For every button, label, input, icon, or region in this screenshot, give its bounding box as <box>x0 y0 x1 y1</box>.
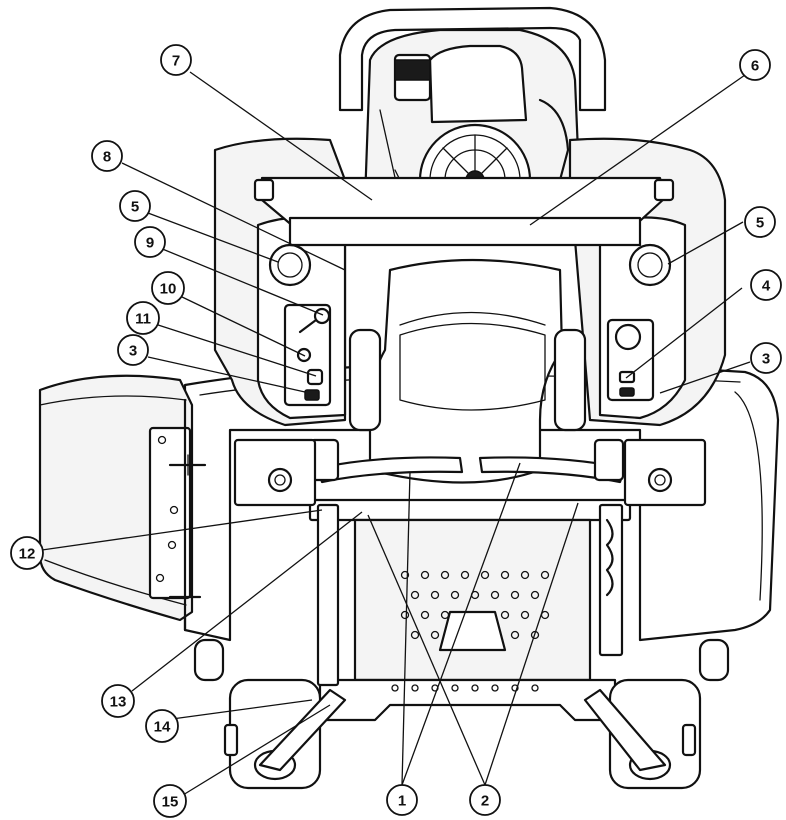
callout-label: 5 <box>756 215 764 232</box>
callout-14: 14 <box>146 710 178 742</box>
callout-5-left: 5 <box>120 191 150 221</box>
discharge-chute <box>40 376 205 630</box>
callout-4: 4 <box>751 270 781 300</box>
frame <box>310 500 630 720</box>
callout-1: 1 <box>387 785 417 815</box>
callout-label: 8 <box>103 149 111 166</box>
callout-label: 13 <box>110 694 127 711</box>
callout-label: 4 <box>762 278 771 295</box>
right-control-panel <box>608 320 653 400</box>
callout-label: 2 <box>481 793 489 810</box>
callout-label: 3 <box>129 343 137 360</box>
callout-9: 9 <box>135 227 165 257</box>
callout-label: 15 <box>162 794 179 811</box>
callout-label: 5 <box>131 199 139 216</box>
callout-label: 3 <box>762 351 770 368</box>
callout-3-right: 3 <box>751 343 781 373</box>
callout-6: 6 <box>740 50 770 80</box>
callout-2: 2 <box>470 785 500 815</box>
callout-label: 6 <box>751 58 759 75</box>
right-fuel-cap <box>630 245 670 285</box>
rops-bar <box>255 178 673 245</box>
callout-3-left: 3 <box>118 335 148 365</box>
left-control-panel <box>285 305 330 405</box>
callout-label: 10 <box>160 281 177 298</box>
callout-15: 15 <box>154 785 186 817</box>
callout-label: 11 <box>135 311 151 328</box>
callout-label: 7 <box>172 53 180 70</box>
callout-label: 12 <box>19 546 36 563</box>
callout-label: 9 <box>146 235 154 252</box>
callout-label: 14 <box>154 719 171 736</box>
callout-13: 13 <box>102 685 134 717</box>
front-caster-left <box>230 680 345 788</box>
callout-7: 7 <box>161 45 191 75</box>
callout-8: 8 <box>92 141 122 171</box>
seat <box>350 260 585 483</box>
callout-5-right: 5 <box>745 207 775 237</box>
callout-label: 1 <box>398 793 406 810</box>
callout-10: 10 <box>152 272 184 304</box>
callout-12: 12 <box>11 537 43 569</box>
callout-11: 11 <box>127 302 159 334</box>
